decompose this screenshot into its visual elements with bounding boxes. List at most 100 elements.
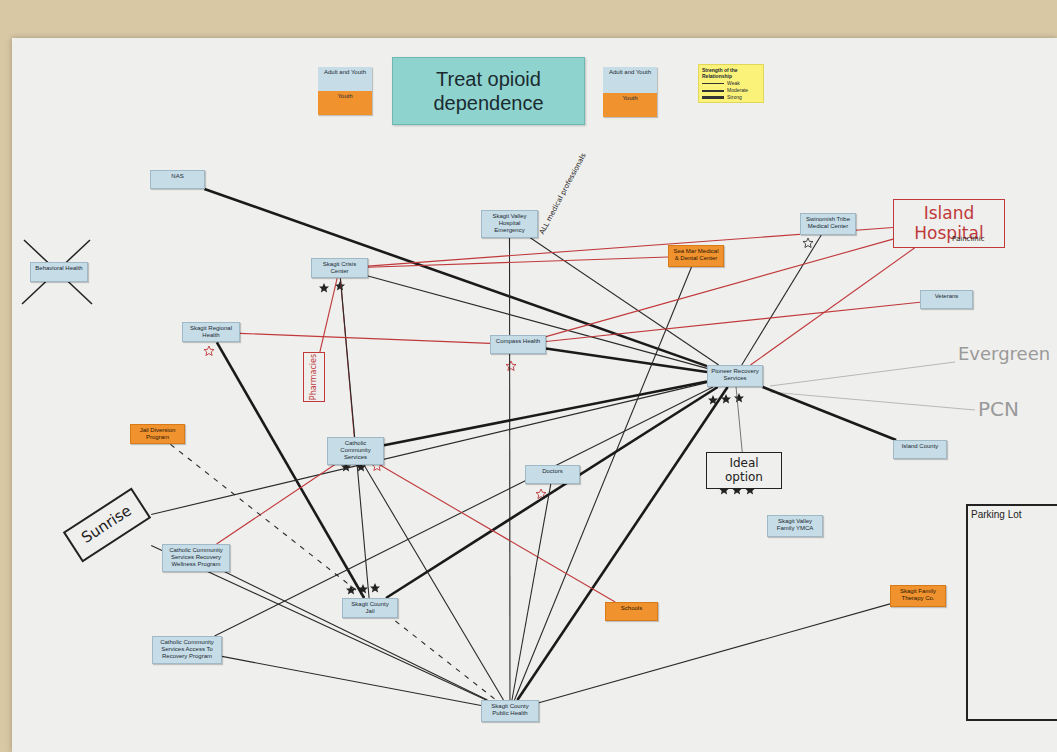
key-line-word: Moderate — [727, 87, 748, 93]
node-text: Skagit County Public Health — [485, 703, 535, 717]
relationship-line — [217, 465, 335, 544]
legend-swatch: Adult and Youth — [603, 67, 657, 93]
agency-card: Skagit Valley Family YMCA — [767, 515, 823, 537]
agency-card: Doctors — [525, 465, 580, 484]
relationship-line — [517, 387, 727, 700]
node-text: Sea Mar Medical & Dental Center — [672, 248, 720, 262]
agency-card: Swinomish Tribe Medical Center — [800, 213, 856, 235]
relationship-line — [742, 235, 822, 365]
agency-card: Skagit County Jail — [342, 598, 398, 618]
relationship-line — [546, 239, 893, 337]
key-line-text: Strong — [702, 94, 760, 100]
hub-agency-card: Pioneer Recovery Services — [707, 365, 763, 387]
agency-card: Catholic Community Services Recovery Wel… — [162, 544, 230, 572]
relationship-line — [224, 572, 487, 700]
handwritten-box: Pharmacies — [303, 352, 325, 402]
relationship-line — [546, 302, 920, 341]
relationship-line — [539, 604, 890, 703]
agency-card: Skagit Valley Hospital Emergency — [481, 210, 538, 238]
relationship-line — [386, 387, 718, 598]
agency-card: Island County — [893, 440, 947, 459]
parking-lot-frame — [967, 505, 1057, 720]
node-text: Schools — [609, 605, 654, 612]
handwritten-note: Painclinic — [952, 235, 985, 243]
legend-text: Youth — [605, 95, 655, 102]
key-line-word: Strong — [727, 94, 742, 100]
title-card: Treat opioid dependence — [392, 57, 585, 125]
relationship-line — [514, 267, 691, 700]
key-line-sample — [702, 90, 724, 92]
relationship-line — [364, 465, 504, 700]
node-text: Strength of the Relationship — [702, 67, 760, 79]
handwritten-name: Evergreen — [958, 343, 1050, 364]
parking-lot-heading: Parking Lot — [971, 509, 1051, 525]
handwritten-box: Island Hospital — [893, 199, 1005, 248]
star-marks — [204, 235, 949, 595]
relationship-line — [379, 465, 615, 602]
youth-agency-card: Sea Mar Medical & Dental Center — [668, 245, 724, 267]
relationship-line — [763, 387, 896, 440]
relationship-line — [215, 387, 713, 636]
node-text: Catholic Community Services Recovery Wel… — [166, 547, 226, 569]
legend-text: Youth — [320, 93, 370, 100]
relationship-line — [217, 342, 364, 598]
agency-card: NAS — [150, 170, 205, 189]
relationship-line — [204, 189, 707, 366]
relationship-line — [320, 278, 337, 352]
node-text: Pharmacies — [309, 354, 319, 400]
key-line-sample — [702, 96, 724, 99]
key-line-text: Moderate — [702, 87, 760, 93]
key-line-word: Weak — [727, 80, 740, 86]
legend-text: Adult and Youth — [605, 69, 655, 76]
key-line-text: Weak — [702, 80, 760, 86]
relationship-line — [240, 333, 490, 343]
youth-agency-card: Skagit Family Therapy Co. — [890, 585, 946, 607]
agency-card: Veterans — [920, 290, 973, 309]
node-text: Catholic Community Services — [331, 440, 380, 462]
node-text: Behavioral Health — [34, 265, 84, 272]
agency-card: Catholic Community Services Access To Re… — [152, 636, 222, 664]
legend-text: Adult and Youth — [320, 69, 370, 76]
node-text: Veterans — [924, 293, 969, 300]
youth-agency-card: Jail Diversion Program — [130, 424, 185, 444]
node-text: Parking Lot — [971, 509, 1051, 521]
cross-out-mark — [22, 240, 92, 304]
node-text: Compass Health — [494, 338, 542, 345]
relationship-line — [750, 248, 914, 365]
key-line-sample — [702, 83, 724, 84]
crossed-out-card: Behavioral Health — [30, 262, 88, 282]
node-text: Swinomish Tribe Medical Center — [804, 216, 852, 230]
node-text: Skagit County Jail — [346, 601, 394, 615]
node-text: Skagit Valley Hospital Emergency — [485, 213, 534, 235]
node-text: Island County — [897, 443, 943, 450]
legend-swatch: Adult and Youth — [318, 67, 372, 91]
legend-swatch: Youth — [603, 93, 657, 117]
node-text: Jail Diversion Program — [134, 427, 181, 441]
relationship-line — [368, 257, 668, 267]
legend-swatch: Youth — [318, 91, 372, 115]
agency-card: Skagit Crisis Center — [311, 258, 368, 278]
node-text: Skagit Family Therapy Co. — [894, 588, 942, 602]
relationship-line — [384, 382, 707, 446]
node-text: NAS — [154, 173, 201, 180]
node-text: Catholic Community Services Access To Re… — [156, 639, 218, 661]
agency-card: Catholic Community Services — [327, 437, 384, 465]
node-text: Ideal option — [711, 456, 777, 485]
relationship-line — [546, 349, 707, 372]
node-text: Island Hospital — [898, 203, 1000, 244]
node-text: Skagit Valley Family YMCA — [771, 518, 819, 532]
node-text: Skagit Regional Health — [186, 325, 236, 339]
relationship-line — [512, 484, 551, 700]
node-text: Pioneer Recovery Services — [711, 368, 759, 382]
agency-card: Skagit County Public Health — [481, 700, 539, 722]
relationship-line — [736, 387, 742, 452]
handwritten-name: PCN — [978, 397, 1019, 421]
node-text: Doctors — [529, 468, 576, 475]
node-text: Skagit Crisis Center — [315, 261, 364, 275]
relationship-line — [509, 238, 511, 700]
handwritten-box: Ideal option — [706, 452, 782, 489]
relationship-key-note: Strength of the RelationshipWeakModerate… — [698, 64, 764, 103]
relationship-line — [222, 656, 481, 705]
agency-card: Compass Health — [490, 335, 546, 354]
youth-agency-card: Schools — [605, 602, 658, 621]
